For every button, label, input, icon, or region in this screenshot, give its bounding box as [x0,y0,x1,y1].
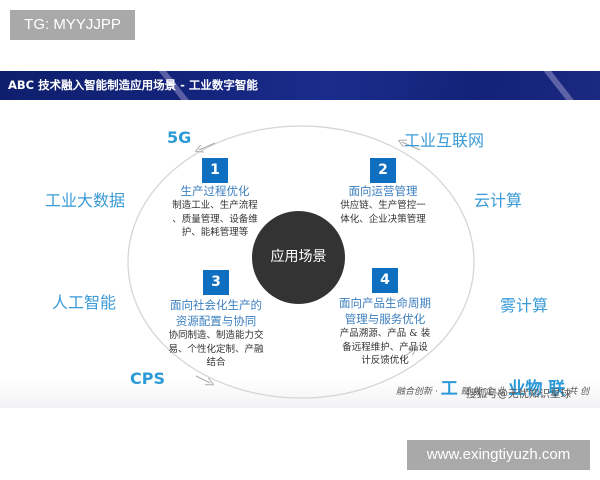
item-title: 资源配置与协同 [175,314,257,328]
item-desc-line: 体化、企业决策管理 [340,213,426,225]
watermark-top: TG: MYYJJPP [10,10,135,40]
center-circle: 应用场景 [252,211,345,304]
item-desc-line: 易、个性化定制、产融 [168,343,264,355]
item-desc-line: 、质量管理、设备维 [172,213,258,225]
item-title: 面向产品生命周期 [339,296,431,310]
item-title: 管理与服务优化 [344,312,426,326]
slogan-big-2: 业物 联 [508,379,566,399]
arrow-icon [402,142,421,151]
slogan-mid: 赋 能 企 业 [460,387,506,397]
slogan-suffix: 共 创 [568,387,590,397]
item-title: 生产过程优化 [180,184,250,198]
tech-cloud: 云计算 [474,191,523,210]
tech-ai: 人工智能 [52,293,117,312]
item-title: 面向社会化生产的 [170,298,262,312]
item-desc-line: 供应链、生产管控一 [340,200,426,211]
slogan: 融合创新 ·工赋 能 企 业业物 联共 创 [396,374,589,399]
item-title: 面向运营管理 [348,184,418,198]
tech-fog: 雾计算 [500,296,549,315]
scenario-item-1: 生产过程优化 制造工业、生产流程 、质量管理、设备维 护、能耗管理等 [155,183,275,240]
number-badge-3: 3 [203,270,229,295]
number-badge-4: 4 [372,268,398,293]
number-badge-2: 2 [370,158,396,183]
slogan-big-1: 工 [440,379,458,399]
scenario-item-3: 面向社会化生产的 资源配置与协同 协同制造、制造能力交 易、个性化定制、产融 结… [152,297,280,370]
arrow-icon [199,142,216,150]
tech-big-data: 工业大数据 [45,191,126,210]
number-badge-1: 1 [202,158,228,183]
arrow-icon [399,350,413,361]
source-credit: 搜狐号@无忧知识星球 [466,388,571,400]
tech-cps: CPS [130,369,165,388]
scenario-item-2: 面向运营管理 供应链、生产管控一 体化、企业决策管理 [323,183,443,226]
tech-5g: 5G [167,128,192,147]
slide-bottom-fade [0,380,600,408]
arrow-icon [195,375,210,383]
watermark-bottom: www.exingtiyuzh.com [407,440,590,470]
item-desc-line: 制造工业、生产流程 [172,200,258,211]
item-desc-line: 备远程维护、产品设 [342,341,428,353]
slide-title: ABC 技术融入智能制造应用场景 - 工业数字智能 [8,78,258,92]
tech-industrial-internet: 工业互联网 [404,131,485,150]
item-desc-line: 计反馈优化 [361,355,409,366]
item-desc-line: 护、能耗管理等 [181,227,249,238]
slide-header: ABC 技术融入智能制造应用场景 - 工业数字智能 [0,71,600,100]
item-desc-line: 协同制造、制造能力交 [168,330,264,341]
slogan-prefix: 融合创新 · [396,387,438,397]
scenario-item-4: 面向产品生命周期 管理与服务优化 产品溯源、产品 & 装 备远程维护、产品设 计… [321,295,449,368]
item-desc-line: 结合 [206,357,226,368]
item-desc-line: 产品溯源、产品 & 装 [339,328,431,339]
